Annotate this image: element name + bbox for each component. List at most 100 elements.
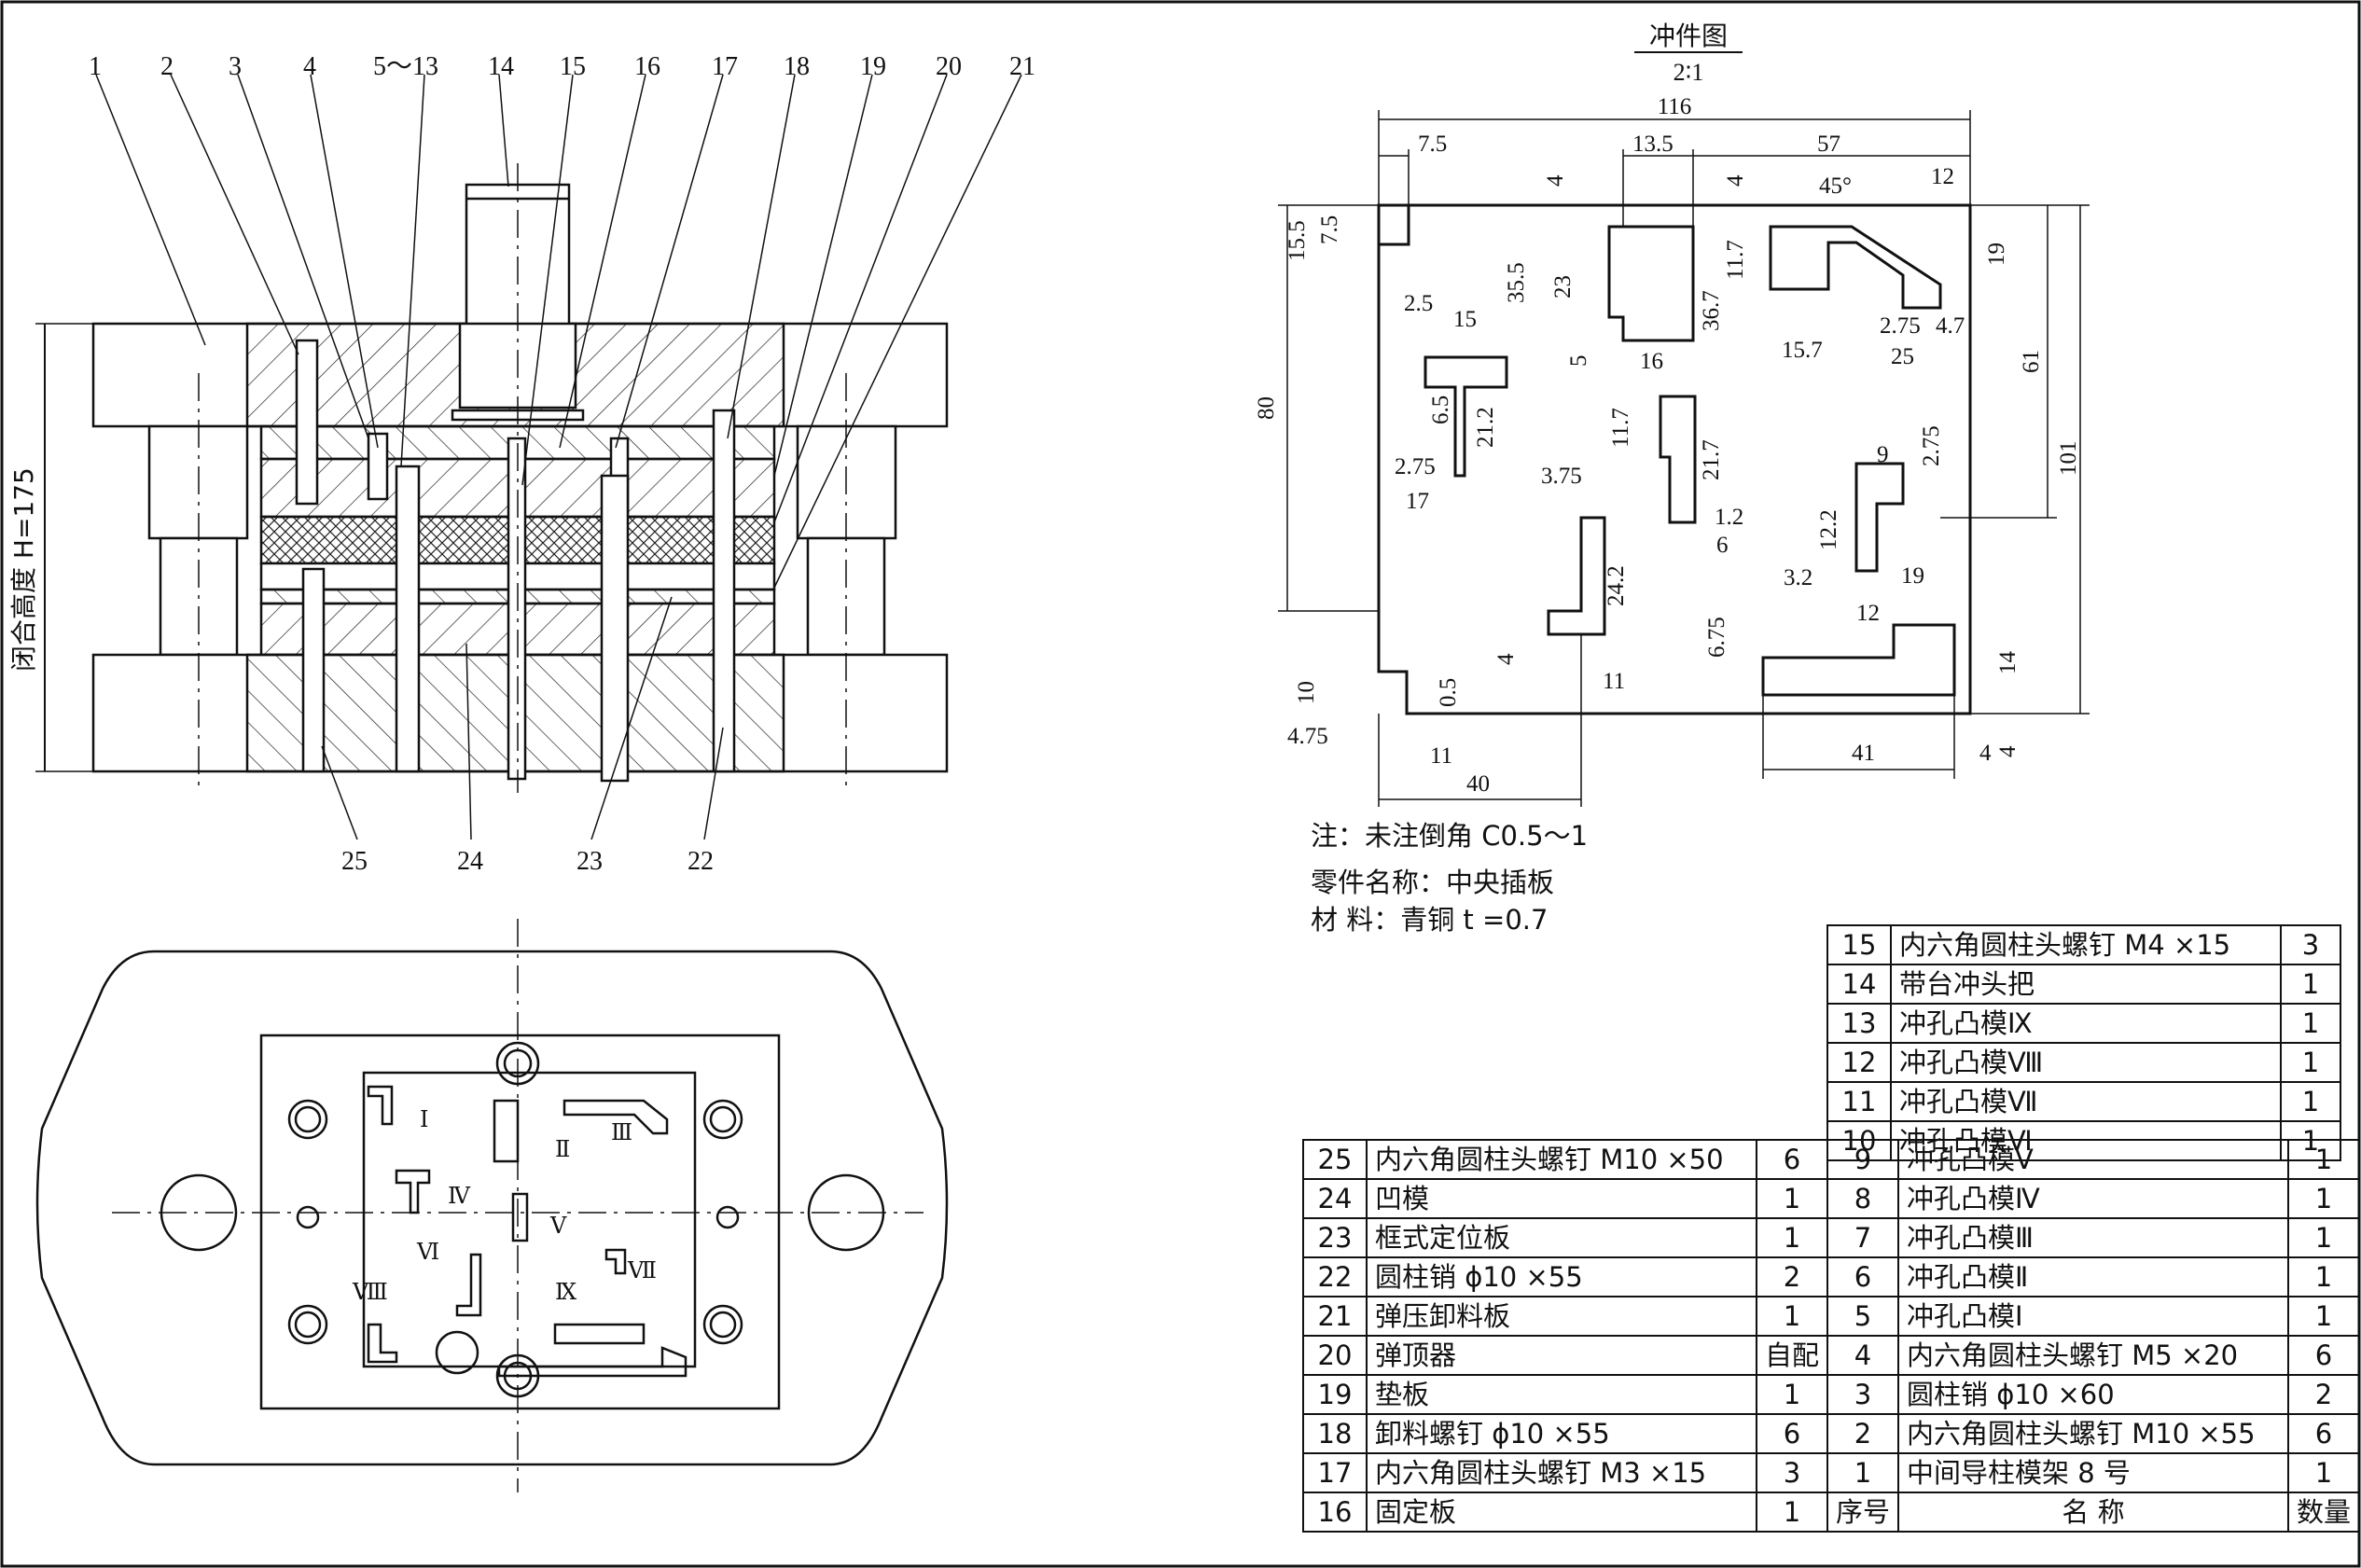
dim-25: 25	[1891, 344, 1914, 369]
bom-item-name: 冲孔凸模Ⅰ	[1897, 1296, 2290, 1337]
bom-item-number: 8	[1826, 1178, 1900, 1219]
bom-item-qty: 2	[2287, 1374, 2361, 1415]
bom-item-number: 6	[1826, 1256, 1900, 1297]
dim-11-b: 11	[1430, 743, 1452, 769]
dim-4-c: 4	[1493, 653, 1519, 665]
bom-item-number: 4	[1826, 1335, 1900, 1376]
punch-label-1: Ⅰ	[420, 1108, 428, 1132]
dim-13-5: 13.5	[1632, 132, 1674, 157]
callout-4: 4	[303, 52, 316, 81]
dim-23: 23	[1550, 275, 1576, 298]
dim-12-top: 12	[1931, 164, 1954, 189]
bom-item-name: 凹模	[1366, 1178, 1757, 1219]
bom-item-qty: 1	[2287, 1296, 2361, 1337]
bom-item-number: 14	[1826, 964, 1892, 1005]
dim-9: 9	[1877, 442, 1889, 467]
callout-3: 3	[229, 52, 242, 81]
bom-item-number: 21	[1302, 1296, 1368, 1337]
bom-item-number: 23	[1302, 1217, 1368, 1258]
bom-item-name: 垫板	[1366, 1374, 1757, 1415]
dim-11-a: 11	[1603, 669, 1625, 694]
bom-item-qty: 1	[2280, 964, 2341, 1005]
bom-item-number: 9	[1826, 1139, 1900, 1180]
dim-21-7: 21.7	[1699, 439, 1724, 480]
assembly-section-view	[35, 163, 949, 793]
bom-header-name: 名 称	[1897, 1492, 2290, 1533]
callout-22: 22	[687, 847, 714, 876]
bom-item-number: 17	[1302, 1452, 1368, 1493]
callout-15: 15	[560, 52, 586, 81]
part-dimension-lines	[1278, 110, 2090, 807]
bom-item-name: 冲孔凸模Ⅷ	[1890, 1042, 2282, 1083]
note-part-name: 零件名称：中央插板	[1311, 867, 1555, 898]
bom-item-number: 12	[1826, 1042, 1892, 1083]
bom-item-name: 冲孔凸模Ⅶ	[1890, 1081, 2282, 1122]
dim-15-7: 15.7	[1782, 338, 1823, 363]
punch-label-8: Ⅷ	[352, 1281, 388, 1305]
dim-16: 16	[1640, 349, 1663, 374]
dim-4-7: 4.7	[1936, 313, 1965, 339]
bom-item-qty: 1	[1755, 1374, 1829, 1415]
dim-80: 80	[1254, 396, 1279, 420]
dim-15-5: 15.5	[1285, 220, 1310, 261]
bom-item-number: 22	[1302, 1256, 1368, 1297]
dim-11-7-b: 11.7	[1608, 408, 1633, 448]
bom-item-number: 18	[1302, 1413, 1368, 1454]
punch-label-2: Ⅱ	[555, 1138, 570, 1162]
bom-item-qty: 1	[2280, 1081, 2341, 1122]
dim-1-2: 1.2	[1715, 505, 1743, 530]
callout-18: 18	[784, 52, 810, 81]
dim-40: 40	[1466, 771, 1490, 797]
bom-item-qty: 6	[1755, 1413, 1829, 1454]
bom-item-qty: 6	[2287, 1335, 2361, 1376]
dim-5: 5	[1566, 355, 1591, 368]
bom-item-number: 20	[1302, 1335, 1368, 1376]
dim-101: 101	[2056, 441, 2081, 477]
bom-item-name: 冲孔凸模Ⅲ	[1897, 1217, 2290, 1258]
bom-item-qty: 3	[1755, 1452, 1829, 1493]
dim-6-75: 6.75	[1704, 617, 1729, 658]
dim-4-d: 4	[1979, 741, 1992, 766]
bom-item-name: 冲孔凸模Ⅴ	[1897, 1139, 2290, 1180]
dim-36-7: 36.7	[1699, 290, 1724, 331]
bom-item-qty: 1	[2287, 1452, 2361, 1493]
callouts-bottom: 25 24 23 22	[341, 847, 714, 876]
part-dimension-labels: 116 7.5 13.5 57 4 4 45° 12 15.5 7.5 11.7…	[1254, 94, 2081, 797]
bom-item-name: 中间导柱模架 8 号	[1897, 1452, 2290, 1493]
bom-item-qty: 6	[2287, 1413, 2361, 1454]
bom-item-qty: 1	[2287, 1217, 2361, 1258]
dim-12-2: 12.2	[1816, 509, 1841, 550]
callout-19: 19	[860, 52, 886, 81]
bom-item-name: 带台冲头把	[1890, 964, 2282, 1005]
bom-item-name: 弹顶器	[1366, 1335, 1757, 1376]
dim-3-2: 3.2	[1784, 565, 1812, 590]
bom-item-number: 7	[1826, 1217, 1900, 1258]
bom-item-name: 圆柱销 ϕ10 ×55	[1366, 1256, 1757, 1297]
bom-header-number: 序号	[1826, 1492, 1900, 1533]
callout-17: 17	[712, 52, 738, 81]
dim-4-e: 4	[1995, 745, 2021, 757]
dim-17: 17	[1406, 489, 1429, 514]
dim-2-5: 2.5	[1404, 291, 1433, 316]
dim-4-b: 4	[1723, 174, 1748, 187]
dim-15: 15	[1453, 307, 1477, 332]
bom-item-name: 冲孔凸模Ⅱ	[1897, 1256, 2290, 1297]
plan-view	[35, 919, 949, 1492]
dim-3-75: 3.75	[1541, 464, 1582, 489]
dim-10: 10	[1294, 681, 1319, 704]
dim-11-7-a: 11.7	[1723, 240, 1748, 280]
bom-item-number: 25	[1302, 1139, 1368, 1180]
bom-item-name: 圆柱销 ϕ10 ×60	[1897, 1374, 2290, 1415]
punch-label-5: Ⅴ	[549, 1214, 567, 1239]
